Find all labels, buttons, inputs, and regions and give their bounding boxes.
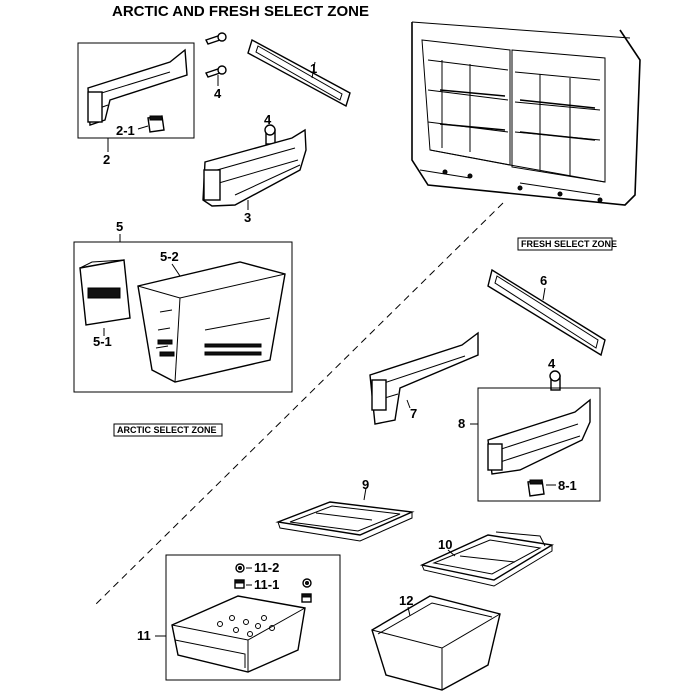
leader-7 bbox=[406, 399, 411, 409]
part-2-bracket bbox=[87, 48, 188, 126]
part-1-rail bbox=[247, 38, 351, 108]
part-9-shelf bbox=[275, 501, 415, 542]
part-2-1-clip bbox=[147, 115, 165, 133]
part-10-shelf bbox=[419, 531, 555, 587]
part-5-box bbox=[73, 241, 293, 393]
leader-1 bbox=[311, 61, 316, 79]
callout-7: 7 bbox=[410, 406, 417, 421]
part-8-1-clip bbox=[527, 479, 545, 497]
refrigerator-cabinet bbox=[411, 21, 641, 206]
callout-8-1: 8-1 bbox=[558, 478, 577, 493]
callout-11-1: 11-1 bbox=[254, 577, 279, 592]
leader-9 bbox=[363, 487, 367, 501]
leader-12 bbox=[407, 606, 411, 617]
callout-4c: 4 bbox=[548, 356, 556, 371]
part-11-1-holder bbox=[301, 593, 312, 603]
callout-4a: 4 bbox=[214, 86, 222, 101]
callout-8: 8 bbox=[458, 416, 465, 431]
screw-icon bbox=[264, 124, 276, 145]
callout-5-2: 5-2 bbox=[160, 249, 179, 264]
callout-11-2: 11-2 bbox=[254, 560, 279, 575]
part-12-bin bbox=[371, 595, 501, 691]
callout-2-1: 2-1 bbox=[116, 123, 135, 138]
diagram-title: ARCTIC AND FRESH SELECT ZONE bbox=[112, 3, 369, 20]
part-7-bracket bbox=[369, 331, 479, 425]
leader-10 bbox=[447, 549, 456, 557]
part-8-box bbox=[477, 387, 601, 502]
leader-6 bbox=[542, 287, 546, 301]
callout-6: 6 bbox=[540, 273, 547, 288]
arctic-zone-label: ARCTIC SELECT ZONE bbox=[117, 425, 217, 435]
screw-icon bbox=[205, 32, 227, 45]
callout-2: 2 bbox=[103, 152, 110, 167]
part-11-1-holder bbox=[234, 579, 245, 589]
part-11-drawer bbox=[171, 595, 306, 673]
callout-1: 1 bbox=[310, 61, 317, 76]
leader-5-2 bbox=[171, 263, 181, 277]
part-6-rail bbox=[487, 268, 606, 357]
part-5-2-basket bbox=[137, 261, 286, 383]
screw-icon bbox=[205, 65, 227, 78]
callout-5: 5 bbox=[116, 219, 123, 234]
fresh-zone-label: FRESH SELECT ZONE bbox=[521, 239, 617, 249]
fresh-zone-tag: FRESH SELECT ZONE bbox=[517, 237, 617, 251]
part-11-2-cap bbox=[302, 578, 312, 588]
leader-2-1 bbox=[137, 125, 149, 130]
callout-11: 11 bbox=[137, 628, 151, 643]
callout-9: 9 bbox=[362, 477, 369, 492]
callout-5-1: 5-1 bbox=[93, 334, 112, 349]
part-3-bracket bbox=[202, 128, 307, 207]
screw-icon bbox=[549, 370, 561, 391]
part-8-bracket bbox=[487, 398, 591, 475]
callout-12: 12 bbox=[399, 593, 413, 608]
part-2-box bbox=[77, 42, 195, 139]
part-11-2-cap bbox=[235, 563, 245, 573]
callout-4b: 4 bbox=[264, 112, 272, 127]
arctic-zone-tag: ARCTIC SELECT ZONE bbox=[113, 423, 223, 437]
callout-10: 10 bbox=[438, 537, 452, 552]
callout-3: 3 bbox=[244, 210, 251, 225]
part-11-box bbox=[165, 554, 341, 681]
part-5-1-divider bbox=[79, 259, 131, 326]
